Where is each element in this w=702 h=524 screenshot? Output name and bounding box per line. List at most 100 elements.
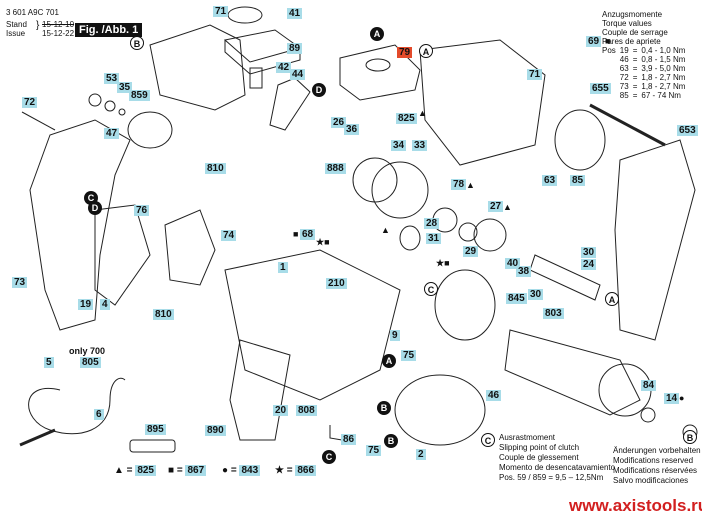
speed-switch-shape	[340, 45, 420, 100]
part-label-76[interactable]: 76	[134, 205, 150, 216]
bearing-27-shape	[474, 219, 506, 251]
issue-label: Issue	[6, 29, 26, 38]
triangle-icon: ▲	[466, 180, 475, 190]
legend-item: ★ = 866	[275, 465, 317, 476]
part-label-40[interactable]: 40	[505, 258, 521, 269]
part-label-72[interactable]: 72	[22, 97, 38, 108]
fan-guide-shape	[435, 270, 495, 340]
modification-line: Modifications reserved	[613, 456, 694, 465]
part-label-859[interactable]: 859	[129, 90, 150, 101]
part-label-26[interactable]: 26	[331, 117, 347, 128]
legend-part[interactable]: 843	[239, 465, 261, 476]
part-label-73[interactable]: 73	[12, 277, 28, 288]
part-label-808[interactable]: 808	[296, 405, 317, 416]
legend-part[interactable]: 825	[135, 465, 156, 476]
torque-pos: 63	[619, 64, 629, 73]
part-label-71[interactable]: 71	[213, 6, 229, 17]
part-label-35[interactable]: 35	[117, 82, 133, 93]
part-label-2[interactable]: 2	[416, 449, 426, 460]
torque-row: 72=1,8 - 2,7 Nm	[619, 73, 686, 82]
triangle-icon: ▲	[418, 108, 427, 118]
part-label-5[interactable]: 5	[44, 357, 54, 368]
legend-part[interactable]: 867	[185, 465, 207, 476]
part-label-810[interactable]: 810	[153, 309, 174, 320]
chuck-shape	[555, 110, 605, 170]
part-label-30[interactable]: 30	[581, 247, 597, 258]
legend-part[interactable]: 866	[295, 465, 317, 476]
watermark-url[interactable]: www.axistools.ru	[569, 496, 702, 515]
part-label-845[interactable]: 845	[506, 293, 527, 304]
modification-line: Modifications réservées	[613, 466, 698, 475]
part-label-38[interactable]: 38	[516, 266, 532, 277]
part-label-655[interactable]: 655	[590, 83, 611, 94]
part-label-28[interactable]: 28	[424, 218, 440, 229]
part-label-653[interactable]: 653	[677, 125, 698, 136]
aux-handle-shape	[615, 140, 695, 340]
torque-row: 85=67 - 74 Nm	[600, 91, 687, 100]
part-label-810[interactable]: 810	[205, 163, 226, 174]
part-label-20[interactable]: 20	[273, 405, 289, 416]
part-label-41[interactable]: 41	[287, 8, 303, 19]
grip-cover-shape	[230, 340, 290, 440]
part-label-803[interactable]: 803	[543, 308, 564, 319]
part-label-44[interactable]: 44	[290, 69, 306, 80]
clutch-note: Ausrastmoment Slipping point of clutch C…	[499, 433, 615, 483]
torque-row: 73=1,8 - 2,7 Nm	[619, 82, 686, 91]
part-label-63[interactable]: 63	[542, 175, 558, 186]
part-label-4[interactable]: 4	[100, 299, 110, 310]
part-label-68[interactable]: 68	[300, 229, 316, 240]
part-label-69[interactable]: 69	[586, 36, 602, 47]
brush-holder-shape	[165, 210, 215, 285]
part-label-210[interactable]: 210	[326, 278, 347, 289]
part-label-9[interactable]: 9	[390, 330, 400, 341]
part-label-895[interactable]: 895	[145, 424, 166, 435]
part-label-34[interactable]: 34	[391, 140, 407, 151]
part-label-84[interactable]: 84	[641, 380, 657, 391]
modifications-note: Änderungen vorbehalten Modifications res…	[613, 446, 701, 486]
part-label-89[interactable]: 89	[287, 43, 303, 54]
part-label-46[interactable]: 46	[486, 390, 502, 401]
legend-item: ▲ = 825	[114, 465, 156, 476]
part-label-825[interactable]: 825	[396, 113, 417, 124]
part-label-14[interactable]: 14	[664, 393, 680, 404]
torque-value: 0,4 - 1,0 Nm	[641, 46, 686, 55]
part-label-75[interactable]: 75	[401, 350, 417, 361]
part-label-888[interactable]: 888	[325, 163, 346, 174]
part-label-78[interactable]: 78	[451, 179, 467, 190]
part-label-86[interactable]: 86	[341, 434, 357, 445]
screw-72-shape	[22, 112, 55, 130]
part-label-27[interactable]: 27	[488, 201, 504, 212]
torque-pos: 46	[619, 55, 629, 64]
clutch-line: Momento de desencatavamiento	[499, 463, 616, 472]
figure-label: Fig. /Abb. 1	[75, 23, 143, 37]
clutch-pos-line: Pos. 59 / 859 = 9,5 – 12,5Nm	[499, 473, 604, 482]
part-label-85[interactable]: 85	[570, 175, 586, 186]
part-label-6[interactable]: 6	[94, 409, 104, 420]
part-label-71[interactable]: 71	[527, 69, 543, 80]
part-label-19[interactable]: 19	[78, 299, 94, 310]
field-coil-shape	[395, 375, 485, 445]
callout-b: B	[683, 430, 697, 444]
callout-a: A	[605, 292, 619, 306]
part-label-24[interactable]: 24	[581, 259, 597, 270]
part-label-805[interactable]: 805	[80, 357, 101, 368]
part-label-33[interactable]: 33	[412, 140, 428, 151]
dot-icon: ●	[679, 393, 685, 403]
part-label-74[interactable]: 74	[221, 230, 237, 241]
callout-c: C	[322, 450, 336, 464]
part-label-75[interactable]: 75	[366, 445, 382, 456]
part-label-30[interactable]: 30	[528, 289, 544, 300]
torque-value: 67 - 74 Nm	[641, 91, 681, 100]
part-label-79[interactable]: 79	[397, 47, 413, 58]
part-label-29[interactable]: 29	[463, 246, 479, 257]
part-label-47[interactable]: 47	[104, 128, 120, 139]
modification-line: Salvo modificaciones	[613, 476, 689, 485]
part-label-36[interactable]: 36	[344, 124, 360, 135]
part-label-1[interactable]: 1	[278, 262, 288, 273]
part-label-42[interactable]: 42	[276, 62, 292, 73]
part-label-890[interactable]: 890	[205, 425, 226, 436]
part-label-31[interactable]: 31	[426, 233, 442, 244]
torque-values: Anzugsmomente Torque values Couple de se…	[602, 10, 687, 100]
part-label-53[interactable]: 53	[104, 73, 120, 84]
